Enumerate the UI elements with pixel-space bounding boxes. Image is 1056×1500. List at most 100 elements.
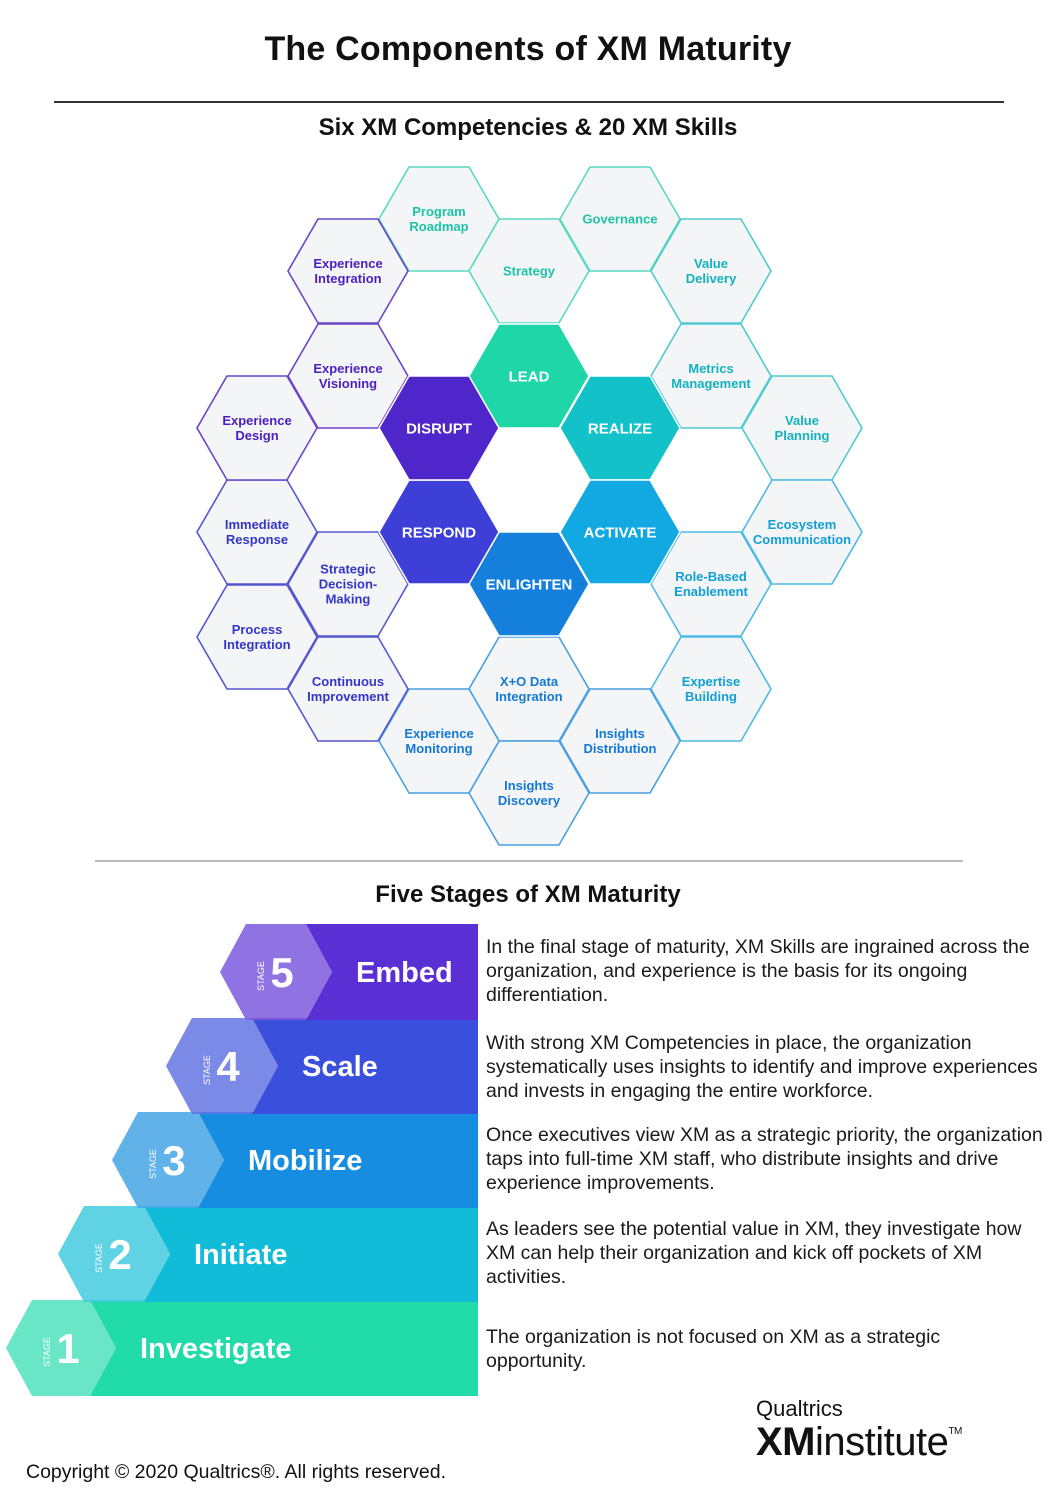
competency-label-line: REALIZE [588,420,652,437]
skill-label-line: Ecosystem [768,517,837,532]
stage-name: Scale [302,1051,378,1083]
skill-label-line: Value [694,256,728,271]
skill-label-line: Continuous [312,674,384,689]
skill-label-line: Management [671,376,751,391]
skill-label-line: Experience [313,361,382,376]
skill-label-line: Enablement [674,584,748,599]
skill-label-line: Expertise [682,674,741,689]
section-divider [95,860,963,862]
brand-trademark: TM [948,1426,962,1437]
skill-hex-shape [287,323,409,429]
skill-hex-shape [741,479,863,585]
stage-name: Embed [356,957,453,989]
skill-label-line: Design [235,428,278,443]
competency-hex: ACTIVATE [559,479,681,585]
skill-label-line: Integration [495,689,562,704]
stage-caption: STAGE [148,1149,158,1179]
competency-hex: REALIZE [559,375,681,481]
stage-1-bar: STAGE 1 Investigate [6,1300,478,1396]
skill-label-line: Distribution [584,741,657,756]
skill-label-line: X+O Data [500,674,559,689]
skill-hex-shape [650,636,772,742]
stage-tab [58,1206,170,1302]
skill-label-line: Value [785,413,819,428]
skill-label-line: Immediate [225,517,289,532]
skill-label-line: Response [226,532,288,547]
stage-bar-body [198,1112,478,1208]
skill-label-line: Strategic [320,562,376,577]
skill-hex-shape [378,688,500,794]
competency-hex-shape [378,375,500,481]
skill-hex-shape [650,531,772,637]
skill-label-line: Strategy [503,264,556,279]
stage-3-description: Once executives view XM as a strategic p… [486,1124,1043,1194]
skill-hex-shape [650,323,772,429]
stage-caption: STAGE [94,1243,104,1273]
competency-hex: ENLIGHTEN [468,531,590,637]
skill-label-line: Communication [753,532,851,547]
skill-label-line: Integration [314,271,381,286]
stage-name: Investigate [140,1333,292,1365]
stage-tab-highlight [6,1300,116,1396]
stage-tab-highlight [58,1206,170,1302]
skill-hex-shape [559,688,681,794]
stage-bar-body [90,1300,478,1396]
skill-hex-shape [196,375,318,481]
skill-label-line: Insights [504,778,554,793]
stage-caption: STAGE [202,1055,212,1085]
skill-label-line: Improvement [307,689,389,704]
skill-hex-shape [559,166,681,272]
copyright-notice: Copyright © 2020 Qualtrics®. All rights … [26,1461,446,1483]
stage-bar-body [144,1206,478,1302]
stage-tab [220,924,332,1020]
stage-caption: STAGE [42,1337,52,1367]
skill-label-line: Planning [775,428,830,443]
skill-hex-shape [650,218,772,324]
skill-label-line: Discovery [498,793,561,808]
stage-name: Initiate [194,1239,287,1271]
stage-name: Mobilize [248,1145,362,1177]
stage-3-bar: STAGE 3 Mobilize [112,1112,478,1208]
skill-label-line: Role-Based [675,569,747,584]
stage-number: 1 [56,1325,79,1372]
skill-hex-shape [468,218,590,324]
competency-hex: RESPOND [378,479,500,585]
stage-tab [112,1112,224,1208]
stage-4-description: With strong XM Competencies in place, th… [486,1032,1038,1102]
stage-1-description: The organization is not focused on XM as… [486,1326,941,1372]
skill-hex-shape [287,636,409,742]
xm-institute-logo: XMinstituteTM [756,1420,962,1465]
skill-hex-shape [287,531,409,637]
stage-5-description: In the final stage of maturity, XM Skill… [486,936,1030,1006]
stage-tab-highlight [112,1112,224,1208]
skill-hex-shape [196,584,318,690]
skill-label-line: Decision- [319,577,378,592]
stage-tab [166,1018,278,1114]
stage-number: 5 [270,949,293,996]
stage-number: 2 [108,1231,131,1278]
stage-2-bar: STAGE 2 Initiate [58,1206,478,1302]
stage-tab-highlight [166,1018,278,1114]
competencies-section-title: Six XM Competencies & 20 XM Skills [318,114,738,141]
skill-label-line: Experience [313,256,382,271]
stage-number: 4 [216,1043,240,1090]
stage-number: 3 [162,1137,185,1184]
skill-label-line: Metrics [688,361,734,376]
skill-label-line: Experience [222,413,291,428]
brand-qualtrics-text: Qualtrics [756,1396,843,1421]
competency-label-line: RESPOND [402,524,476,541]
competency-hex-shape [559,479,681,585]
skill-label-line: Visioning [319,376,377,391]
stage-bar-body [306,924,478,1020]
